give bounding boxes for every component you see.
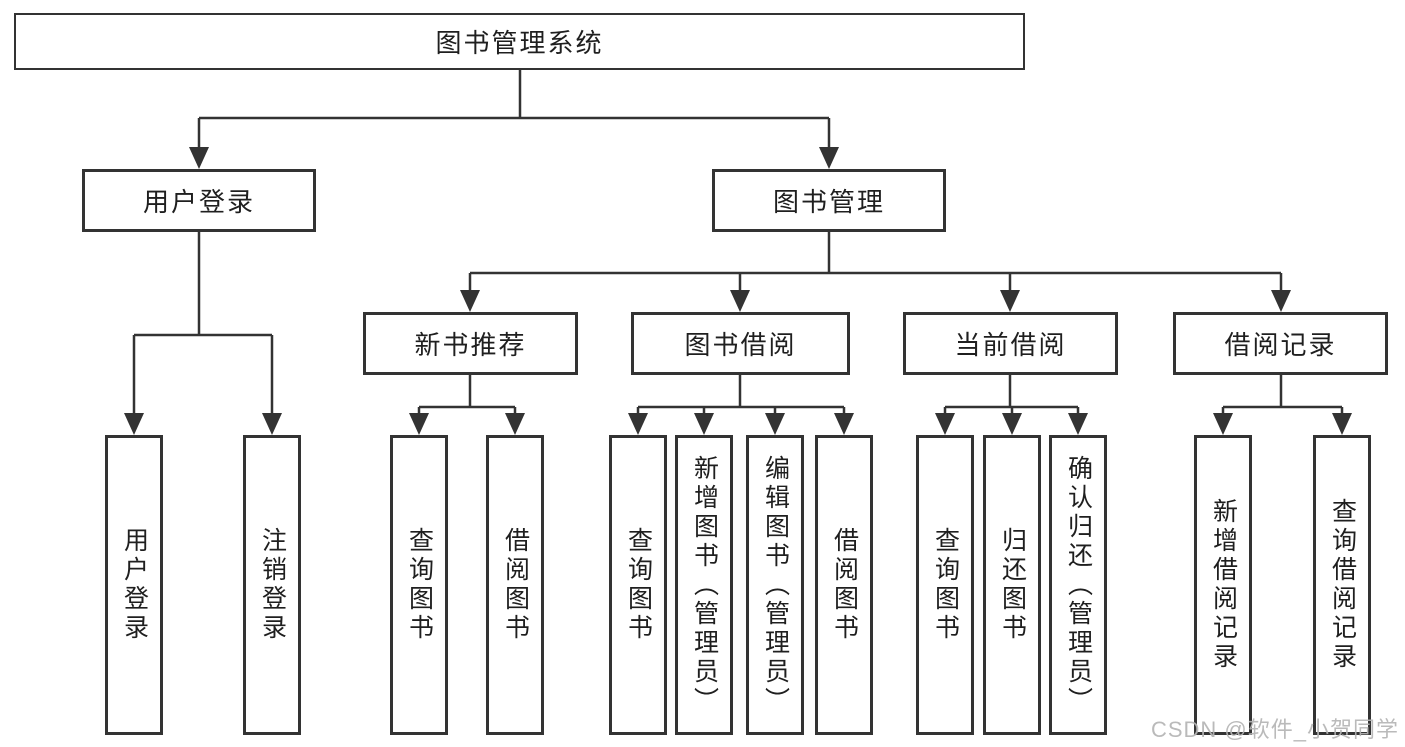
node-new-book-recommendation: 新书推荐: [363, 312, 578, 375]
node-root-library-system: 图书管理系统: [14, 13, 1025, 70]
leaf-newbook-query-books: 查询图书: [390, 435, 448, 735]
leaf-return-books-label: 归还图书: [998, 527, 1027, 643]
leaf-add-borrow-record-label: 新增借阅记录: [1209, 498, 1238, 672]
leaf-add-borrow-record: 新增借阅记录: [1194, 435, 1252, 735]
leaf-newbook-borrow-books: 借阅图书: [486, 435, 544, 735]
leaf-borrowing-query-books-label: 查询图书: [624, 527, 653, 643]
csdn-watermark: CSDN @软件_小贺同学: [1150, 717, 1399, 742]
node-book-borrowing: 图书借阅: [631, 312, 850, 375]
leaf-current-query-books-label: 查询图书: [931, 527, 960, 643]
leaf-return-books: 归还图书: [983, 435, 1041, 735]
leaf-add-books-admin-label: 新增图书（管理员）: [690, 454, 719, 716]
leaf-borrowing-borrow-books: 借阅图书: [815, 435, 873, 735]
leaf-logout-label: 注销登录: [258, 527, 287, 643]
leaf-borrowing-borrow-books-label: 借阅图书: [830, 527, 859, 643]
leaf-query-borrow-record-label: 查询借阅记录: [1328, 498, 1357, 672]
leaf-newbook-query-books-label: 查询图书: [405, 527, 434, 643]
node-borrowing-records: 借阅记录: [1173, 312, 1388, 375]
leaf-confirm-return-admin-label: 确认归还（管理员）: [1064, 454, 1093, 716]
leaf-newbook-borrow-books-label: 借阅图书: [501, 527, 530, 643]
leaf-current-query-books: 查询图书: [916, 435, 974, 735]
connector-shafts: [132, 70, 1344, 415]
leaf-query-borrow-record: 查询借阅记录: [1313, 435, 1371, 735]
leaf-confirm-return-admin: 确认归还（管理员）: [1049, 435, 1107, 735]
leaf-user-login-label: 用户登录: [120, 527, 149, 643]
leaf-edit-books-admin-label: 编辑图书（管理员）: [761, 454, 790, 716]
arrowheads: [124, 147, 1352, 435]
node-book-management: 图书管理: [712, 169, 946, 232]
leaf-logout: 注销登录: [243, 435, 301, 735]
node-current-borrowing: 当前借阅: [903, 312, 1118, 375]
leaf-edit-books-admin: 编辑图书（管理员）: [746, 435, 804, 735]
node-user-login: 用户登录: [82, 169, 316, 232]
leaf-borrowing-query-books: 查询图书: [609, 435, 667, 735]
leaf-add-books-admin: 新增图书（管理员）: [675, 435, 733, 735]
leaf-user-login: 用户登录: [105, 435, 163, 735]
